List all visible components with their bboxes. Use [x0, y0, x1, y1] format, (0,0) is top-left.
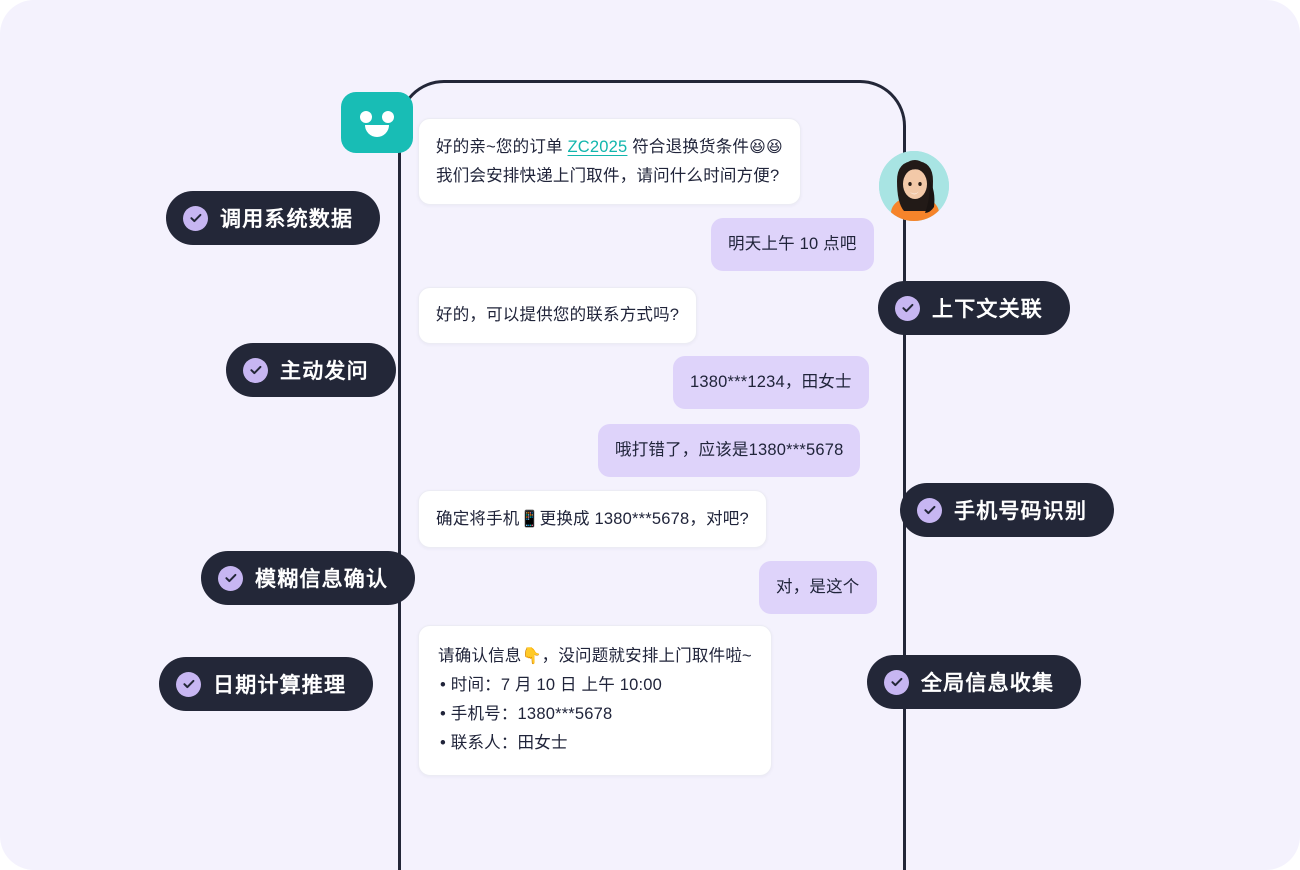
badge-label: 全局信息收集	[921, 672, 1055, 695]
message-line-1: 好的亲~您的订单 ZC2025 符合退换货条件😆😆	[436, 132, 783, 162]
chat-bubble-bot-summary: 请确认信息👇，没问题就安排上门取件啦~ • 时间：7 月 10 日 上午 10:…	[418, 625, 772, 776]
phone-frame	[398, 80, 906, 870]
robot-face-icon	[341, 92, 413, 153]
user-photo-avatar	[879, 151, 949, 221]
summary-item: • 联系人：田女士	[440, 734, 568, 752]
summary-text: 请确认信息	[438, 647, 522, 665]
chat-bubble-bot: 好的，可以提供您的联系方式吗?	[418, 287, 698, 344]
capability-badge-date-reasoning[interactable]: 日期计算推理	[159, 657, 374, 711]
badge-label: 模糊信息确认	[255, 568, 389, 591]
laughing-emoji: 😆😆	[749, 137, 783, 156]
mobile-phone-emoji: 📱	[519, 509, 540, 528]
point-down-emoji: 👇	[521, 646, 542, 665]
chat-bubble-bot: 确定将手机📱更换成 1380***5678，对吧?	[418, 490, 767, 548]
capability-badge-context-linking[interactable]: 上下文关联	[878, 281, 1070, 335]
check-circle-icon	[218, 565, 243, 591]
chat-bubble-user: 1380***1234，田女士	[673, 356, 869, 409]
chat-bubble-bot: 好的亲~您的订单 ZC2025 符合退换货条件😆😆 我们会安排快递上门取件，请问…	[418, 118, 801, 205]
capability-badge-global-info-collection[interactable]: 全局信息收集	[867, 655, 1082, 709]
summary-header: 请确认信息👇，没问题就安排上门取件啦~	[438, 641, 752, 671]
check-circle-icon	[895, 295, 920, 321]
chat-bubble-user: 明天上午 10 点吧	[711, 218, 874, 271]
order-link[interactable]: ZC2025	[567, 138, 628, 156]
capability-badge-proactive-question[interactable]: 主动发问	[226, 343, 396, 397]
check-circle-icon	[917, 497, 942, 523]
check-circle-icon	[176, 671, 201, 697]
summary-item: • 时间：7 月 10 日 上午 10:00	[440, 676, 663, 694]
robot-right-eye	[382, 111, 394, 123]
message-text: 确定将手机	[436, 510, 520, 528]
robot-mouth	[365, 125, 389, 137]
badge-label: 日期计算推理	[213, 674, 347, 697]
check-circle-icon	[183, 205, 208, 231]
check-circle-icon	[243, 357, 268, 383]
badge-label: 手机号码识别	[954, 500, 1088, 523]
message-text: 更换成 1380***5678，对吧?	[539, 510, 749, 528]
message-text: 符合退换货条件	[627, 138, 750, 156]
summary-text: ，没问题就安排上门取件啦~	[541, 647, 752, 665]
check-circle-icon	[884, 669, 909, 695]
badge-label: 上下文关联	[932, 298, 1043, 321]
capability-badge-ambiguity-confirm[interactable]: 模糊信息确认	[201, 551, 416, 605]
badge-label: 主动发问	[280, 360, 369, 383]
summary-item: • 手机号：1380***5678	[440, 705, 613, 723]
robot-left-eye	[360, 111, 372, 123]
chat-bubble-user: 对，是这个	[759, 561, 877, 614]
message-text: 好的亲~您的订单	[436, 138, 568, 156]
message-line-2: 我们会安排快递上门取件，请问什么时间方便?	[436, 167, 780, 185]
chat-thread: 好的亲~您的订单 ZC2025 符合退换货条件😆😆 我们会安排快递上门取件，请问…	[398, 80, 906, 870]
chat-bubble-user: 哦打错了，应该是1380***5678	[598, 424, 861, 477]
capability-badge-call-system-data[interactable]: 调用系统数据	[166, 191, 381, 245]
badge-label: 调用系统数据	[220, 208, 354, 231]
capability-badge-phone-recognition[interactable]: 手机号码识别	[900, 483, 1115, 537]
